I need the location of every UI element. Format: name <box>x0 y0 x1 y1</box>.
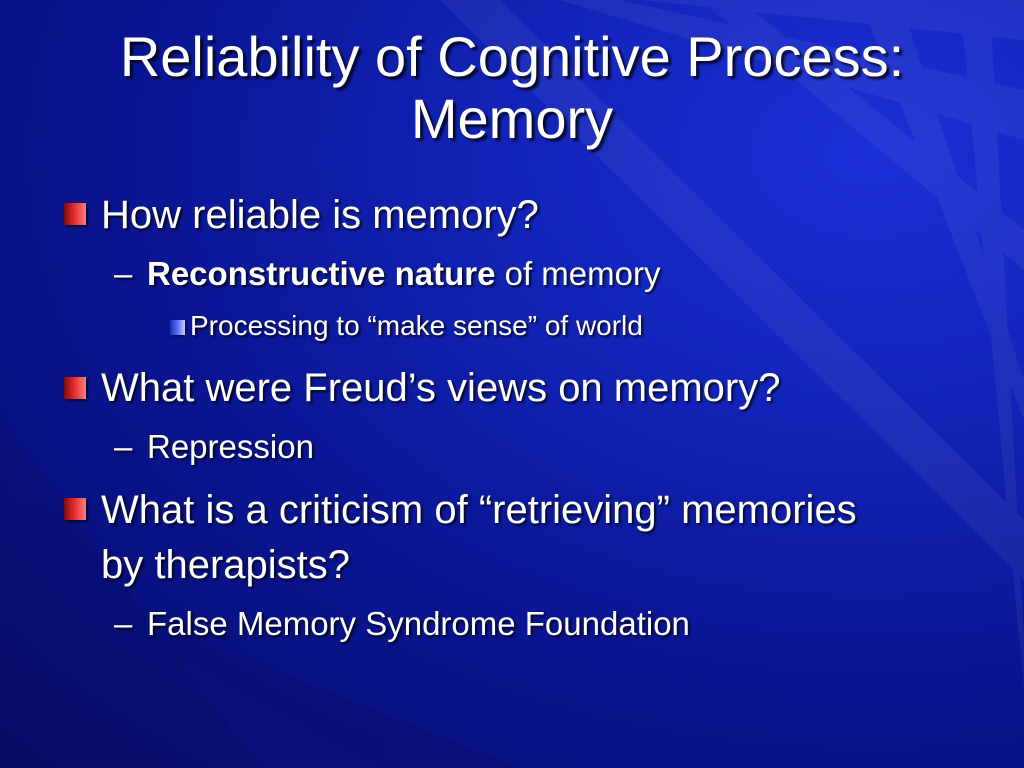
bullet-square-icon <box>64 203 86 225</box>
title-line-2: Memory <box>410 87 614 150</box>
dash-marker: – <box>114 605 133 642</box>
bullet-3-sub-text: False Memory Syndrome Foundation <box>147 605 690 642</box>
bold-phrase: Reconstructive nature <box>147 255 496 292</box>
bullet-1-text: How reliable is memory? <box>101 193 539 237</box>
bullet-2-sub-text: Repression <box>147 428 314 465</box>
dash-marker: – <box>114 255 133 292</box>
bullet-1-subsub-text: Processing to “make sense” of world <box>190 310 643 341</box>
sub-text-rest: of memory <box>495 255 661 292</box>
dash-marker: – <box>114 428 133 465</box>
bullet-1-sub-text: Reconstructive nature of memory <box>147 255 660 293</box>
bullet-square-icon <box>64 377 86 399</box>
sub-bullet-square-icon <box>170 320 185 335</box>
title-line-1: Reliability of Cognitive Process: <box>119 25 905 88</box>
bullet-3-text-line-1: What is a criticism of “retrieving” memo… <box>101 488 857 532</box>
slide-title: Reliability of Cognitive Process: Memory <box>40 26 984 150</box>
bullet-3-text-line-2: by therapists? <box>101 543 351 587</box>
bullet-2-text: What were Freud’s views on memory? <box>101 366 781 410</box>
bullet-square-icon <box>64 498 86 520</box>
